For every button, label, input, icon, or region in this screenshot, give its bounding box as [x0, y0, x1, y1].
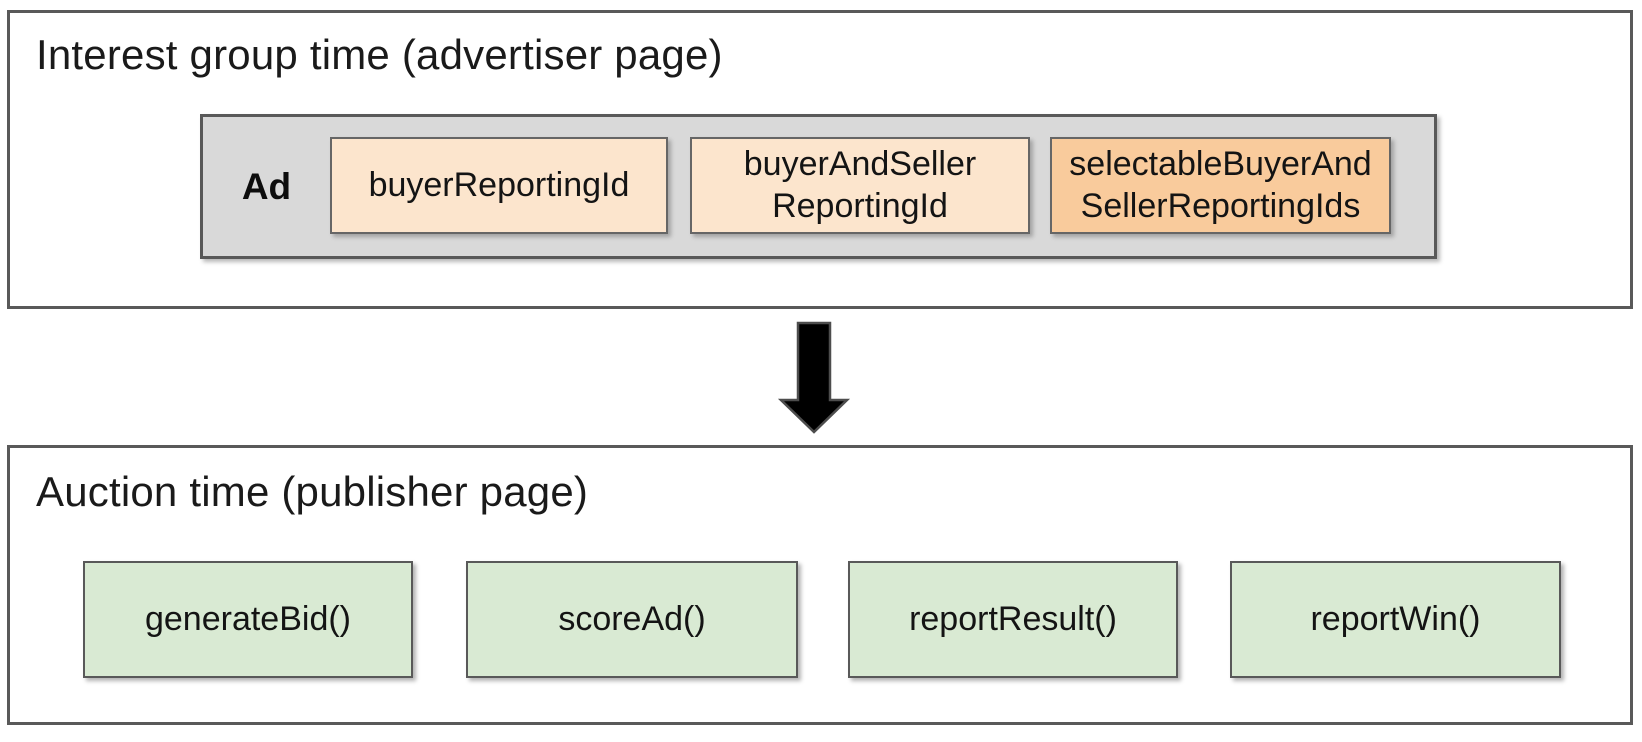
interest-group-section-title: Interest group time (advertiser page) [36, 31, 723, 78]
report-result-box: reportResult() [848, 561, 1178, 678]
interest-group-section: Interest group time (advertiser page) Ad… [7, 10, 1633, 309]
auction-section: Auction time (publisher page) generateBi… [7, 445, 1633, 725]
down-arrow-icon [775, 318, 855, 438]
buyer-and-seller-reporting-id-box: buyerAndSeller ReportingId [690, 137, 1030, 234]
generate-bid-box: generateBid() [83, 561, 413, 678]
report-win-box: reportWin() [1230, 561, 1561, 678]
ad-container: Ad buyerReportingId buyerAndSeller Repor… [200, 114, 1437, 259]
selectable-buyer-and-seller-reporting-ids-box: selectableBuyerAnd SellerReportingIds [1050, 137, 1391, 234]
score-ad-box: scoreAd() [466, 561, 798, 678]
ad-label: Ad [241, 165, 292, 207]
buyer-reporting-id-box: buyerReportingId [330, 137, 668, 234]
auction-section-title: Auction time (publisher page) [36, 468, 589, 515]
